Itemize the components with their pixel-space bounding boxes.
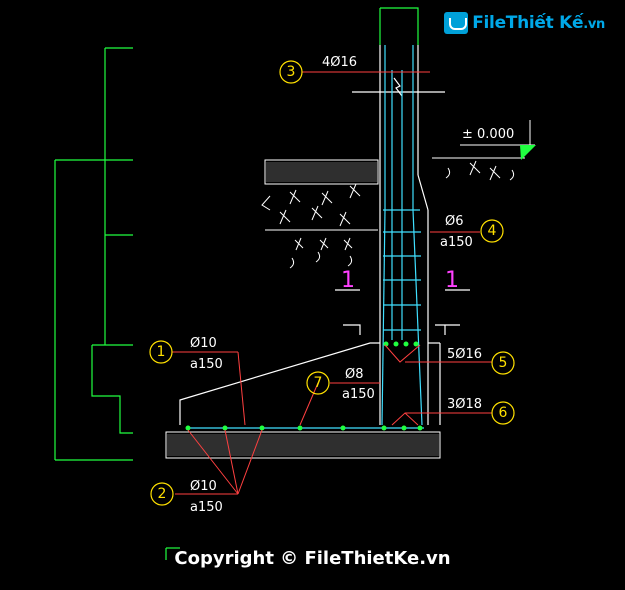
column-rebar <box>188 45 424 429</box>
callout-5-text: 5Ø16 <box>447 347 482 362</box>
bottom-bars <box>185 341 423 431</box>
callout-3-number: 3 <box>287 64 296 80</box>
callout-5: 5 5Ø16 <box>447 347 515 375</box>
logo-icon <box>444 12 469 34</box>
callout-2: 2 Ø10 a150 <box>150 479 223 515</box>
callout-7-spacing: a150 <box>342 387 375 402</box>
logo-domain: .vn <box>583 17 605 32</box>
callout-4: 4 Ø6 a150 <box>440 214 504 250</box>
callout-6: 6 3Ø18 <box>447 397 515 425</box>
site-logo[interactable]: FileThiết Kế.vn <box>444 12 605 34</box>
ground-layers <box>165 157 525 459</box>
callout-3: 3 4Ø16 <box>279 55 357 84</box>
callout-4-number: 4 <box>488 223 497 239</box>
callout-6-text: 3Ø18 <box>447 397 482 412</box>
left-dimension-outline <box>54 47 180 560</box>
callout-2-number: 2 <box>158 486 167 502</box>
footing-outline <box>179 342 441 425</box>
soil-hatching <box>279 160 515 269</box>
column-outline <box>335 45 470 425</box>
elevation-label: ± 0.000 <box>462 127 514 142</box>
callout-6-number: 6 <box>499 405 508 421</box>
callout-1-size: Ø10 <box>190 336 217 351</box>
callout-7-size: Ø8 <box>345 367 364 382</box>
logo-brand: FileThiết Kế <box>472 13 584 33</box>
callout-1-spacing: a150 <box>190 357 223 372</box>
callout-2-size: Ø10 <box>190 479 217 494</box>
section-mark-left: 1 <box>341 268 355 293</box>
callout-2-spacing: a150 <box>190 500 223 515</box>
section-mark-right: 1 <box>445 268 459 293</box>
callout-1-number: 1 <box>157 344 166 360</box>
elevation-marker: ± 0.000 <box>460 120 536 160</box>
callout-5-number: 5 <box>499 355 508 371</box>
callout-4-size: Ø6 <box>445 214 464 229</box>
column-top <box>379 7 419 45</box>
callout-7-number: 7 <box>314 375 323 391</box>
copyright-notice: Copyright © FileThietKe.vn <box>174 548 451 569</box>
callout-3-text: 4Ø16 <box>322 55 357 70</box>
callout-1: 1 Ø10 a150 <box>149 336 223 372</box>
callout-7: 7 Ø8 a150 <box>306 367 375 402</box>
callout-4-spacing: a150 <box>440 235 473 250</box>
leader-lines <box>172 71 492 495</box>
